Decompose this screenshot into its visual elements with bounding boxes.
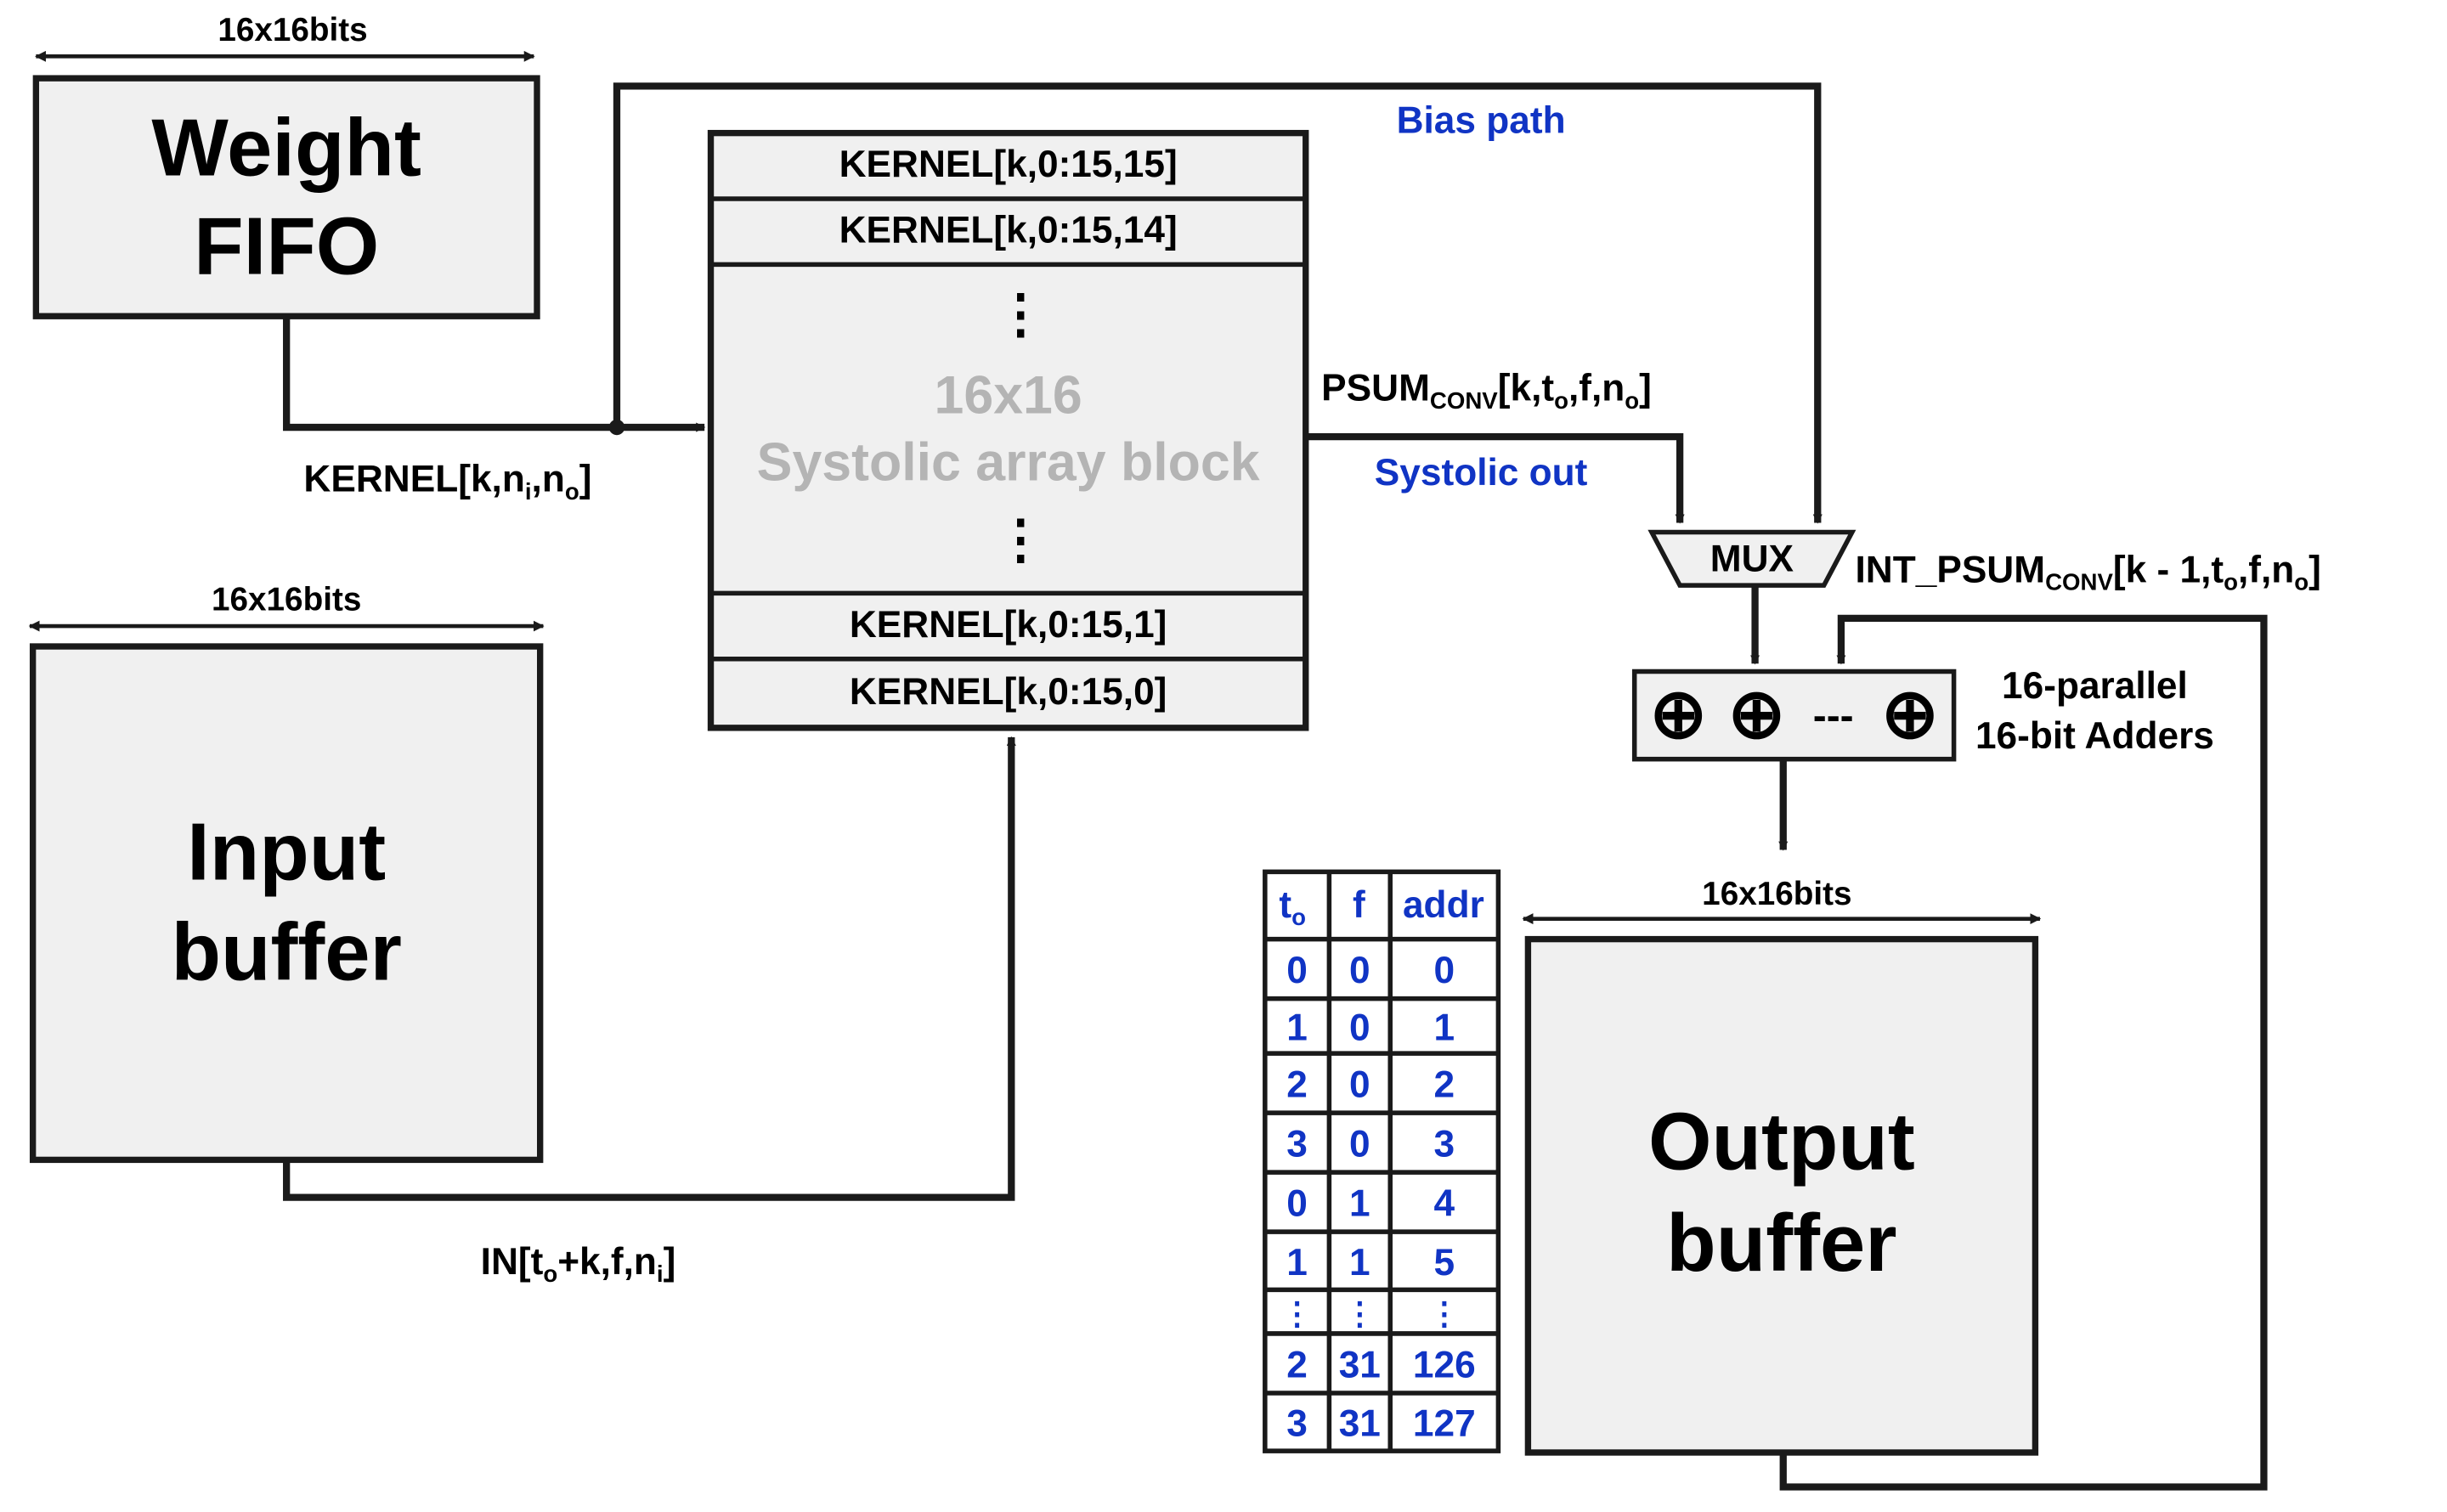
bias-path-label: Bias path bbox=[1397, 100, 1566, 142]
output-buffer-box bbox=[1524, 935, 2039, 1456]
adders-label-line2: 16-bit Adders bbox=[1975, 715, 2214, 757]
systolic-out-label: Systolic out bbox=[1375, 452, 1588, 494]
systolic-array-block: KERNEL[k,0:15,15] KERNEL[k,0:15,14] KERN… bbox=[707, 129, 1309, 731]
feedback-wire bbox=[1779, 614, 2268, 1491]
parallel-adders: ⊕ ⊕ --- ⊕ 16-parallel 16-bit Adders bbox=[1631, 665, 2214, 762]
table-header-addr: addr bbox=[1403, 884, 1484, 926]
weight-fifo-title-line1: Weight bbox=[151, 102, 421, 193]
kernel-row-15: KERNEL[k,0:15,15] bbox=[839, 144, 1178, 185]
table-cell-addr: 3 bbox=[1434, 1124, 1455, 1165]
table-cell-f: 0 bbox=[1349, 950, 1370, 991]
table-cell-addr: ⋮ bbox=[1428, 1296, 1460, 1331]
table-cell-f: 1 bbox=[1349, 1242, 1370, 1284]
table-cell-to: 0 bbox=[1286, 1183, 1308, 1225]
kernel-row-1: KERNEL[k,0:15,1] bbox=[850, 604, 1167, 646]
input-buffer-title-line1: Input bbox=[187, 807, 386, 898]
input-buffer: 16x16bits Input buffer bbox=[28, 582, 545, 1164]
kernel-row-0: KERNEL[k,0:15,0] bbox=[850, 671, 1167, 713]
table-cell-f: ⋮ bbox=[1344, 1296, 1376, 1331]
output-buffer-width-label: 16x16bits bbox=[1702, 876, 1851, 912]
weight-fifo-title-line2: FIFO bbox=[194, 200, 379, 291]
adder-symbol: ⊕ bbox=[1649, 676, 1707, 753]
table-cell-f: 0 bbox=[1349, 1007, 1370, 1048]
adders-box bbox=[1631, 669, 1957, 762]
adder-symbol: ⊕ bbox=[1881, 676, 1939, 753]
adder-symbol: ⊕ bbox=[1727, 676, 1785, 753]
table-cell-f: 31 bbox=[1339, 1403, 1381, 1445]
table-cell-f: 0 bbox=[1349, 1064, 1370, 1106]
input-buffer-width-label: 16x16bits bbox=[212, 582, 361, 618]
table-cell-addr: 127 bbox=[1413, 1403, 1476, 1445]
kernel-input-label: KERNEL[k,ni,no] bbox=[303, 459, 591, 505]
psum-conv-label: PSUMCONV[k,to,f,no] bbox=[1321, 368, 1652, 414]
mux-shape bbox=[1647, 529, 1856, 588]
systolic-ellipsis-bottom: ⋮ bbox=[994, 510, 1048, 569]
table-cell-to: 3 bbox=[1286, 1403, 1308, 1445]
mux-label: MUX bbox=[1710, 539, 1794, 580]
table-cell-to: 2 bbox=[1286, 1345, 1308, 1386]
address-table-frame bbox=[1263, 869, 1501, 1453]
table-cell-to: 3 bbox=[1286, 1124, 1308, 1165]
table-cell-addr: 1 bbox=[1434, 1007, 1455, 1048]
output-buffer-title-line1: Output bbox=[1648, 1096, 1915, 1187]
systolic-title-line1: 16x16 bbox=[935, 365, 1082, 425]
table-cell-to: 1 bbox=[1286, 1007, 1308, 1048]
table-cell-addr: 4 bbox=[1434, 1183, 1455, 1225]
output-buffer-title-line2: buffer bbox=[1666, 1198, 1896, 1289]
table-cell-f: 31 bbox=[1339, 1345, 1381, 1386]
table-cell-to: 0 bbox=[1286, 950, 1308, 991]
weight-fifo-width-label: 16x16bits bbox=[218, 12, 367, 48]
systolic-title-line2: Systolic array block bbox=[757, 433, 1260, 493]
table-header-to: to bbox=[1279, 884, 1306, 930]
adder-dashes: --- bbox=[1813, 694, 1854, 739]
input-wire bbox=[283, 736, 1016, 1201]
table-cell-f: 1 bbox=[1349, 1183, 1370, 1225]
kernel-row-14: KERNEL[k,0:15,14] bbox=[839, 210, 1178, 251]
mux: MUX bbox=[1647, 529, 1856, 588]
int-psum-conv-label: INT_PSUMCONV[k - 1,to,f,no] bbox=[1856, 549, 2321, 595]
table-header-f: f bbox=[1353, 884, 1365, 926]
table-cell-to: 2 bbox=[1286, 1064, 1308, 1106]
table-cell-to: 1 bbox=[1286, 1242, 1308, 1284]
weight-fifo: 16x16bits Weight FIFO bbox=[32, 12, 540, 319]
systolic-ellipsis-top: ⋮ bbox=[994, 285, 1048, 344]
table-cell-addr: 2 bbox=[1434, 1064, 1455, 1106]
input-buffer-title-line2: buffer bbox=[171, 906, 401, 997]
systolic-out-wire bbox=[1305, 432, 1685, 524]
table-cell-to: ⋮ bbox=[1281, 1296, 1313, 1331]
table-cell-addr: 126 bbox=[1413, 1345, 1476, 1386]
table-cell-f: 0 bbox=[1349, 1124, 1370, 1165]
output-buffer: 16x16bits Output buffer bbox=[1522, 876, 2042, 1456]
input-buffer-box bbox=[29, 643, 544, 1164]
adders-label-line1: 16-parallel bbox=[2002, 665, 2188, 707]
bias-path-wire bbox=[613, 82, 1823, 524]
table-cell-addr: 0 bbox=[1434, 950, 1455, 991]
kernel-wire bbox=[283, 316, 706, 432]
input-wire-label: IN[to+k,f,ni] bbox=[481, 1241, 676, 1287]
table-cell-addr: 5 bbox=[1434, 1242, 1455, 1284]
systolic-array-box bbox=[707, 129, 1309, 731]
